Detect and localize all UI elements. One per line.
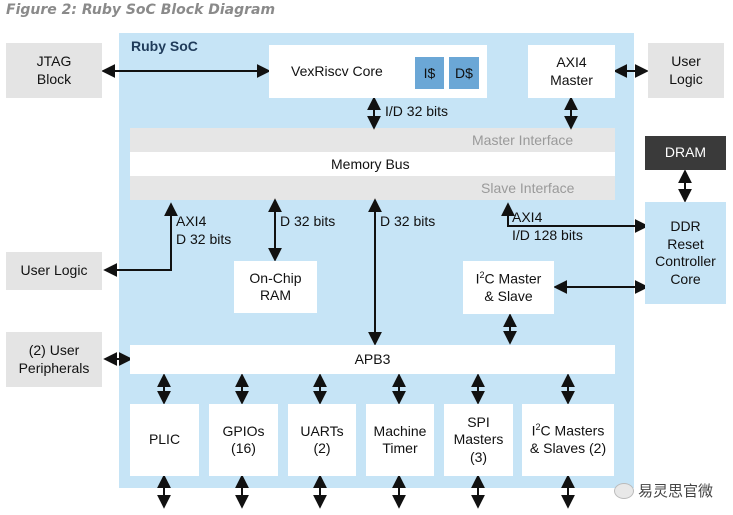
gpios-line2: (16)	[231, 440, 256, 456]
user-logic-top: User Logic	[648, 43, 724, 98]
icache-block: I$	[415, 57, 444, 89]
memory-bus-label: Memory Bus	[331, 156, 410, 172]
i2c-ms-line1: I2C Master	[475, 269, 542, 287]
ram-link-label: D 32 bits	[280, 213, 336, 229]
axi-ddr-line2: I/D 128 bits	[512, 227, 583, 244]
spi-line3: (3)	[469, 448, 488, 465]
ddr-controller: DDR Reset Controller Core	[645, 202, 726, 304]
user-logic-top-line1: User	[671, 53, 701, 69]
ddr-line1: DDR	[670, 218, 701, 234]
soc-label: Ruby SoC	[131, 38, 198, 54]
axi-left-label: AXI4 D 32 bits	[176, 212, 231, 248]
uarts-line1: UARTs	[300, 422, 344, 439]
apb3-label: APB3	[354, 350, 391, 367]
axi-left-line1: AXI4	[176, 213, 207, 229]
plic-label: PLIC	[148, 431, 181, 448]
i2c-masters-block: I2C Masters & Slaves (2)	[522, 404, 614, 476]
gpios-block: GPIOs (16)	[209, 404, 278, 476]
spi-line2: Masters	[453, 431, 504, 448]
ram-line2: RAM	[259, 287, 292, 303]
user-peripherals-line2: Peripherals	[18, 359, 90, 376]
apb3-bus: APB3	[130, 345, 615, 374]
user-logic-top-line2: Logic	[669, 70, 703, 87]
wechat-icon	[613, 482, 634, 499]
axi4-master-line2: Master	[550, 71, 593, 88]
jtag-block: JTAG Block	[6, 43, 102, 98]
i2c-master-slave: I2C Master & Slave	[463, 261, 554, 314]
ddr-line4: Core	[670, 270, 701, 287]
axi-left-arrow	[103, 202, 178, 277]
user-peripherals-line1: (2) User	[28, 342, 80, 358]
user-peripherals: (2) User Peripherals	[6, 332, 102, 387]
core-label: VexRiscv Core	[291, 62, 383, 79]
master-interface-label: Master Interface	[472, 132, 574, 148]
axi4-master-line1: AXI4	[556, 54, 587, 70]
slave-interface-strip	[130, 176, 615, 200]
timer-block: Machine Timer	[366, 404, 434, 476]
i2c-masters-line1: I2C Masters	[531, 422, 605, 439]
slave-interface-label: Slave Interface	[481, 180, 575, 196]
on-chip-ram: On-Chip RAM	[234, 261, 317, 313]
bus-ddr-arrow	[501, 202, 649, 233]
spi-line1: SPI	[467, 413, 490, 430]
jtag-line1: JTAG	[36, 53, 72, 69]
jtag-line2: Block	[36, 70, 72, 87]
watermark-text: 易灵思官微	[637, 482, 713, 500]
uarts-line2: (2)	[313, 440, 331, 456]
axi4-master: AXI4 Master	[528, 45, 615, 98]
i2c-masters-line2: & Slaves (2)	[529, 440, 607, 457]
ddr-line3: Controller	[655, 253, 716, 269]
uarts-block: UARTs (2)	[288, 404, 356, 476]
figure-title: Figure 2: Ruby SoC Block Diagram	[6, 2, 276, 18]
axi-left-line2: D 32 bits	[176, 231, 232, 248]
user-logic-left-label: User Logic	[20, 262, 88, 279]
apb-link-label: D 32 bits	[380, 213, 436, 229]
axi-ddr-label: AXI4 I/D 128 bits	[512, 208, 583, 244]
dcache-block: D$	[449, 57, 479, 89]
i2c-ms-line2: & Slave	[484, 287, 533, 304]
axi-ddr-line1: AXI4	[512, 209, 543, 225]
dram-label: DRAM	[664, 144, 707, 161]
plic-block: PLIC	[130, 404, 199, 476]
timer-line2: Timer	[382, 440, 418, 456]
ddr-line2: Reset	[667, 235, 704, 252]
watermark: 易灵思官微	[613, 480, 713, 501]
spi-block: SPI Masters (3)	[444, 404, 513, 476]
ram-line1: On-Chip	[249, 269, 302, 286]
dram-block: DRAM	[645, 136, 726, 170]
user-logic-left: User Logic	[6, 252, 102, 290]
timer-line1: Machine	[373, 422, 427, 439]
core-link-label: I/D 32 bits	[385, 103, 449, 119]
master-interface-strip	[130, 128, 615, 152]
memory-bus-bar	[130, 152, 615, 176]
gpios-line1: GPIOs	[222, 422, 265, 439]
